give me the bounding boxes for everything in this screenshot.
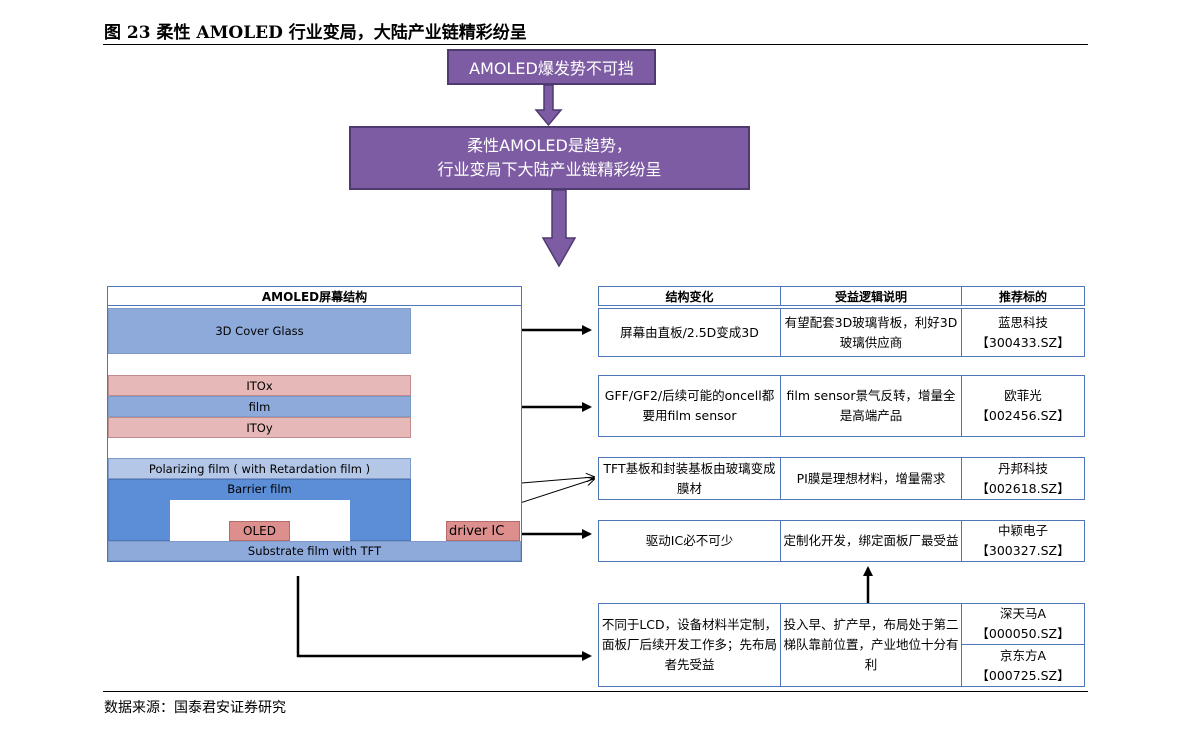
row1-change: 屏幕由直板/2.5D变成3D xyxy=(598,308,781,357)
bottom-stock-2-name: 京东方A xyxy=(999,647,1047,663)
layer-cover-glass: 3D Cover Glass xyxy=(108,308,411,354)
flow-box-amoled-trend: AMOLED爆发势不可挡 xyxy=(447,49,656,85)
flow-arrow-1 xyxy=(534,84,563,127)
row1-stock-code: 【300433.SZ】 xyxy=(976,334,1070,350)
row2-stock: 欧菲光 【002456.SZ】 xyxy=(961,375,1085,437)
arrow-panel xyxy=(296,576,592,661)
table-header-logic: 受益逻辑说明 xyxy=(780,286,962,306)
row4-change: 驱动IC必不可少 xyxy=(598,520,781,562)
flow-box-2-line2: 行业变局下大陆产业链精彩纷呈 xyxy=(437,160,662,179)
row2-stock-name: 欧菲光 xyxy=(1004,388,1042,403)
layer-oled: OLED xyxy=(229,521,290,541)
bottom-stock-1-code: 【000050.SZ】 xyxy=(976,626,1070,641)
layer-film: film xyxy=(108,396,411,417)
row1-logic: 有望配套3D玻璃背板，利好3D玻璃供应商 xyxy=(780,308,962,357)
flow-box-1-text: AMOLED爆发势不可挡 xyxy=(469,59,634,78)
row1-stock: 蓝思科技 【300433.SZ】 xyxy=(961,308,1085,357)
table-row: TFT基板和封装基板由玻璃变成膜材 PI膜是理想材料，增量需求 丹邦科技 【00… xyxy=(598,457,1085,500)
flow-arrow-2 xyxy=(541,189,577,268)
row4-stock: 中颖电子 【300327.SZ】 xyxy=(961,520,1085,562)
row2-stock-code: 【002456.SZ】 xyxy=(976,408,1070,423)
flow-box-2-line1: 柔性AMOLED是趋势， xyxy=(467,136,632,155)
layer-itoy: ITOy xyxy=(108,417,411,438)
structure-header: AMOLED屏幕结构 xyxy=(108,287,521,306)
table-header-change: 结构变化 xyxy=(598,286,781,306)
row3-logic: PI膜是理想材料，增量需求 xyxy=(780,457,962,500)
row4-stock-code: 【300327.SZ】 xyxy=(976,543,1070,558)
layer-substrate-tft: Substrate film with TFT xyxy=(108,541,521,561)
row3-stock-name: 丹邦科技 xyxy=(997,460,1048,476)
row4-logic: 定制化开发，绑定面板厂最受益 xyxy=(780,520,962,562)
layer-polarizing-film: Polarizing film ( with Retardation film … xyxy=(108,458,411,479)
top-rule xyxy=(103,44,1088,45)
table-row: 驱动IC必不可少 定制化开发，绑定面板厂最受益 中颖电子 【300327.SZ】 xyxy=(598,520,1085,562)
row2-change: GFF/GF2/后续可能的oncell都要用film sensor xyxy=(598,375,781,437)
row3-stock-code: 【002618.SZ】 xyxy=(976,480,1070,496)
bottom-logic: 投入早、扩产早，布局处于第二梯队靠前位置，产业地位十分有利 xyxy=(780,603,962,687)
row3-stock: 丹邦科技 【002618.SZ】 xyxy=(961,457,1085,500)
bottom-stocks: 深天马A 【000050.SZ】 京东方A 【000725.SZ】 xyxy=(961,603,1085,687)
bottom-stock-2-code: 【000725.SZ】 xyxy=(976,667,1070,683)
row2-logic: film sensor景气反转，增量全是高端产品 xyxy=(780,375,962,437)
figure-source: 数据来源：国泰君安证券研究 xyxy=(104,700,286,716)
flow-box-flexible-amoled: 柔性AMOLED是趋势， 行业变局下大陆产业链精彩纷呈 xyxy=(349,126,750,190)
figure-title: 图 23 柔性 AMOLED 行业变局，大陆产业链精彩纷呈 xyxy=(104,23,527,43)
table-row-panel: 不同于LCD，设备材料半定制，面板厂后续开发工作多；先布局者先受益 投入早、扩产… xyxy=(598,603,1085,687)
layer-itox: ITOx xyxy=(108,375,411,396)
row3-change: TFT基板和封装基板由玻璃变成膜材 xyxy=(598,457,781,500)
bottom-change: 不同于LCD，设备材料半定制，面板厂后续开发工作多；先布局者先受益 xyxy=(598,603,781,687)
barrier-film-label: Barrier film xyxy=(227,482,292,496)
table-row: GFF/GF2/后续可能的oncell都要用film sensor film s… xyxy=(598,375,1085,437)
bottom-stock-1-name: 深天马A xyxy=(999,606,1047,621)
bottom-stock-2: 京东方A 【000725.SZ】 xyxy=(961,644,1085,687)
bottom-rule xyxy=(103,691,1088,692)
table-header-row: 结构变化 受益逻辑说明 推荐标的 xyxy=(598,286,1085,306)
table-header-stock: 推荐标的 xyxy=(961,286,1085,306)
bottom-stock-1: 深天马A 【000050.SZ】 xyxy=(961,603,1085,645)
driver-ic-chip: driver IC xyxy=(446,521,520,541)
row4-stock-name: 中颖电子 xyxy=(997,523,1048,538)
row1-stock-name: 蓝思科技 xyxy=(997,314,1048,330)
table-row: 屏幕由直板/2.5D变成3D 有望配套3D玻璃背板，利好3D玻璃供应商 蓝思科技… xyxy=(598,308,1085,357)
